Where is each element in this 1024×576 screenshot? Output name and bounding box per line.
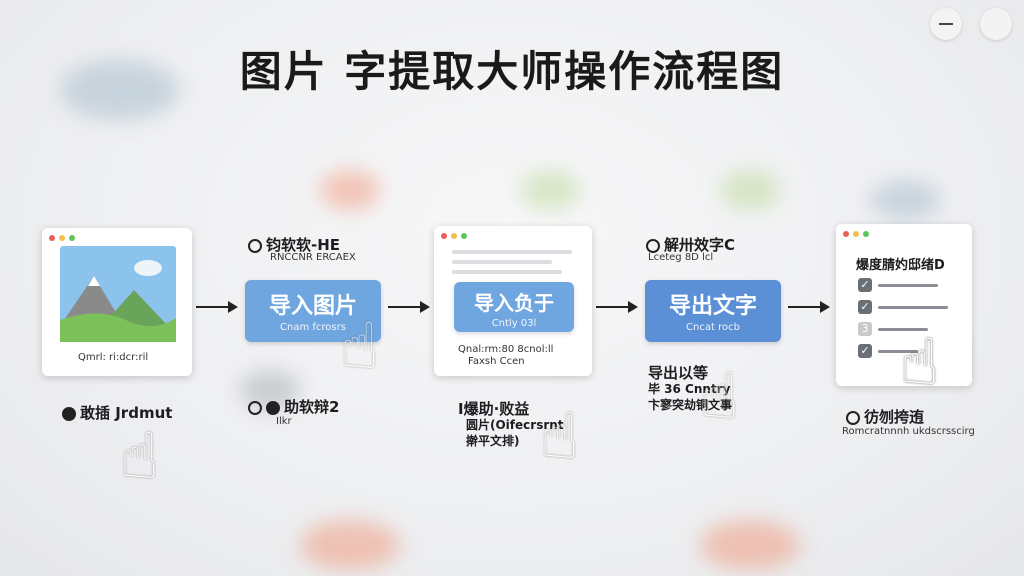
background-blur	[320, 170, 380, 210]
step4-top-sub: Lceteg 8D lcl	[648, 252, 714, 263]
info-circle-icon	[846, 411, 860, 425]
step4-top-label-text: 解卅效字C	[664, 236, 736, 254]
export-text-button[interactable]: 导出文字 Cncat rocb	[645, 280, 781, 342]
right-arrow-icon	[596, 301, 638, 313]
text-line	[452, 270, 562, 274]
step3-label-1: I爆助·败益	[458, 400, 530, 418]
background-blur	[870, 180, 940, 220]
step3-label-3: 擀平文排)	[466, 434, 520, 448]
background-blur	[300, 520, 400, 570]
step1-card-caption: Qmrl: ri:dcr:ril	[78, 352, 149, 363]
step4-top-label: 解卅效字C	[646, 234, 735, 255]
pointing-hand-icon: ☝	[900, 326, 939, 400]
text-line	[878, 328, 928, 331]
window-dots	[49, 235, 75, 241]
checkbox-icon: ✓	[858, 300, 872, 314]
page-title: 图片 字提取大师操作流程图	[239, 47, 785, 96]
step1-label: 敢插 Jrdmut	[62, 402, 172, 423]
chat-icon	[646, 239, 660, 253]
landscape-image-icon	[60, 246, 176, 342]
import-text-button-sub: Cntly 03l	[491, 318, 537, 329]
chat-icon	[248, 239, 262, 253]
step4-label-3: 卞寥突劫铜文事	[648, 398, 733, 412]
step1-image-card[interactable]: Qmrl: ri:dcr:ril	[42, 228, 192, 376]
close-button[interactable]	[980, 8, 1012, 40]
checkbox-icon: ✓	[858, 278, 872, 292]
step3-card-caption-1: Qnal:rm:80 8cnol:ll	[458, 344, 554, 355]
export-text-button-label: 导出文字	[668, 294, 757, 319]
chat-icon	[248, 401, 262, 415]
background-blur	[60, 60, 180, 120]
import-text-button-label: 导入负于	[474, 291, 554, 315]
text-line	[878, 284, 938, 287]
pointing-hand-icon: ☝	[340, 310, 379, 384]
pointing-hand-icon: ☝	[700, 360, 739, 434]
step2-top-sub: RNCCNR ERCAEX	[270, 252, 356, 263]
plus-circle-icon	[62, 407, 76, 421]
step3-card-caption-2: Faxsh Ccen	[468, 356, 525, 367]
background-blur	[700, 520, 800, 570]
step3-label-2: 圆片(Oifecrsrnt	[466, 418, 564, 432]
import-image-button[interactable]: 导入图片 Cnam fcrosrs	[245, 280, 381, 342]
step5-label: 彷刎挎迶	[846, 406, 924, 427]
background-blur	[520, 170, 580, 210]
import-image-button-label: 导入图片	[268, 294, 357, 319]
window-dots	[441, 233, 467, 239]
step2-bottom-sub: Ilkr	[276, 416, 292, 427]
right-arrow-icon	[388, 301, 430, 313]
minimize-button[interactable]	[930, 8, 962, 40]
step1-label-text: 敢插 Jrdmut	[80, 404, 173, 422]
step5-label-sub: Romcratnnnh ukdscrsscirg	[842, 426, 975, 437]
text-line	[452, 250, 572, 254]
step5-card-title: 爆度腈妁邸绪D	[856, 258, 945, 273]
import-image-button-sub: Cnam fcrosrs	[280, 322, 346, 333]
step2-top-label-text: 钧软软-HE	[266, 236, 341, 254]
step5-label-text: 彷刎挎迶	[864, 408, 925, 426]
info-circle-icon	[266, 401, 280, 415]
step3-document-card[interactable]: 导入负于 Cntly 03l Qnal:rm:80 8cnol:ll Faxsh…	[434, 226, 592, 376]
step2-bottom-label-text: 助软辩2	[284, 398, 340, 416]
background-blur	[720, 170, 780, 210]
checkbox-icon: 3	[858, 322, 872, 336]
step5-checklist-card[interactable]: 爆度腈妁邸绪D ✓ ✓ 3 ✓	[836, 224, 972, 386]
text-line	[878, 306, 948, 309]
step4-label-1: 导出以等	[648, 364, 709, 382]
pointing-hand-icon: ☝	[120, 420, 159, 494]
step2-bottom-label: 助软辩2	[248, 396, 339, 417]
import-text-button[interactable]: 导入负于 Cntly 03l	[454, 282, 574, 332]
export-text-button-sub: Cncat rocb	[686, 322, 740, 333]
window-dots	[843, 231, 869, 237]
text-line	[452, 260, 552, 264]
step4-label-2: 毕 36 Cnntry	[648, 382, 731, 396]
checkbox-icon: ✓	[858, 344, 872, 358]
pointing-hand-icon: ☝	[540, 400, 579, 474]
right-arrow-icon	[196, 301, 238, 313]
text-line	[878, 350, 918, 353]
right-arrow-icon	[788, 301, 830, 313]
step2-top-label: 钧软软-HE	[248, 234, 340, 255]
